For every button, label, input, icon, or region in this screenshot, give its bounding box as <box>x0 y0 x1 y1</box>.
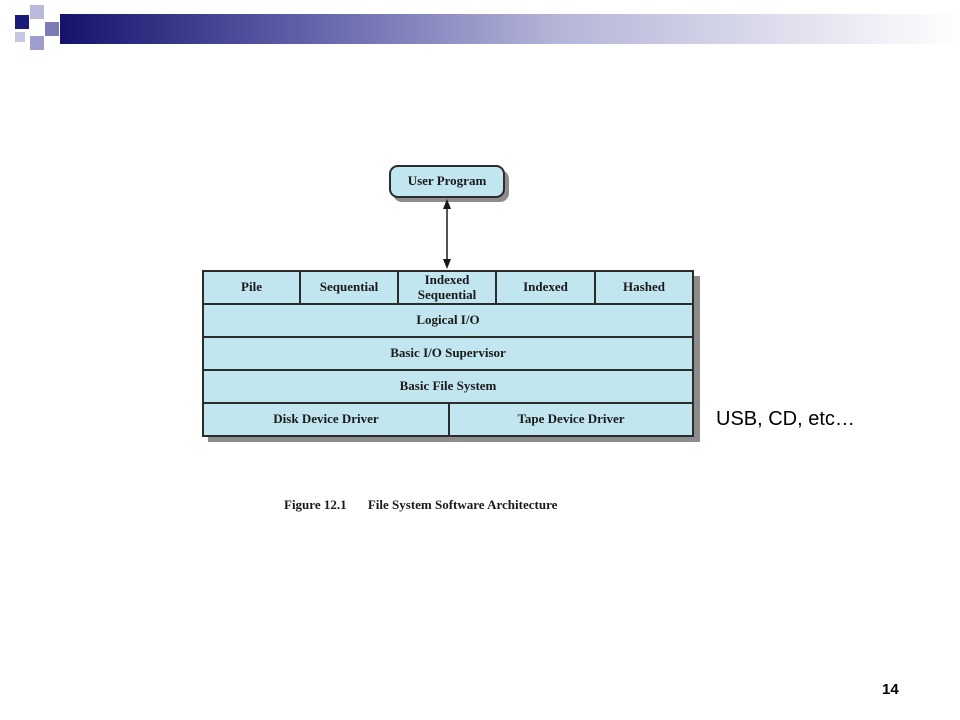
side-note: USB, CD, etc… <box>716 408 855 430</box>
access-method-hashed: Hashed <box>594 270 694 305</box>
tape-device-driver: Tape Device Driver <box>448 402 694 437</box>
figure-caption: Figure 12.1 File System Software Archite… <box>284 497 557 513</box>
header-decoration-square <box>15 32 25 42</box>
header-decoration-square <box>45 22 59 36</box>
header-decoration-square <box>30 5 44 19</box>
access-method-pile: Pile <box>202 270 301 305</box>
disk-device-driver: Disk Device Driver <box>202 402 450 437</box>
access-method-indexed: Indexed <box>495 270 596 305</box>
page-number: 14 <box>882 681 899 698</box>
figure-title: File System Software Architecture <box>367 497 558 512</box>
header-decoration-square <box>30 36 44 50</box>
layer-basic-file-system: Basic File System <box>202 369 694 404</box>
header-decoration-square <box>15 15 29 29</box>
access-method-indexed-sequential: Indexed Sequential <box>397 270 497 305</box>
figure-number: Figure 12.1 <box>284 497 347 512</box>
user-program-box: User Program <box>389 165 505 198</box>
header-gradient-bar <box>60 14 960 44</box>
access-method-sequential: Sequential <box>299 270 399 305</box>
layer-logical-io: Logical I/O <box>202 303 694 338</box>
layer-basic-io-supervisor: Basic I/O Supervisor <box>202 336 694 371</box>
